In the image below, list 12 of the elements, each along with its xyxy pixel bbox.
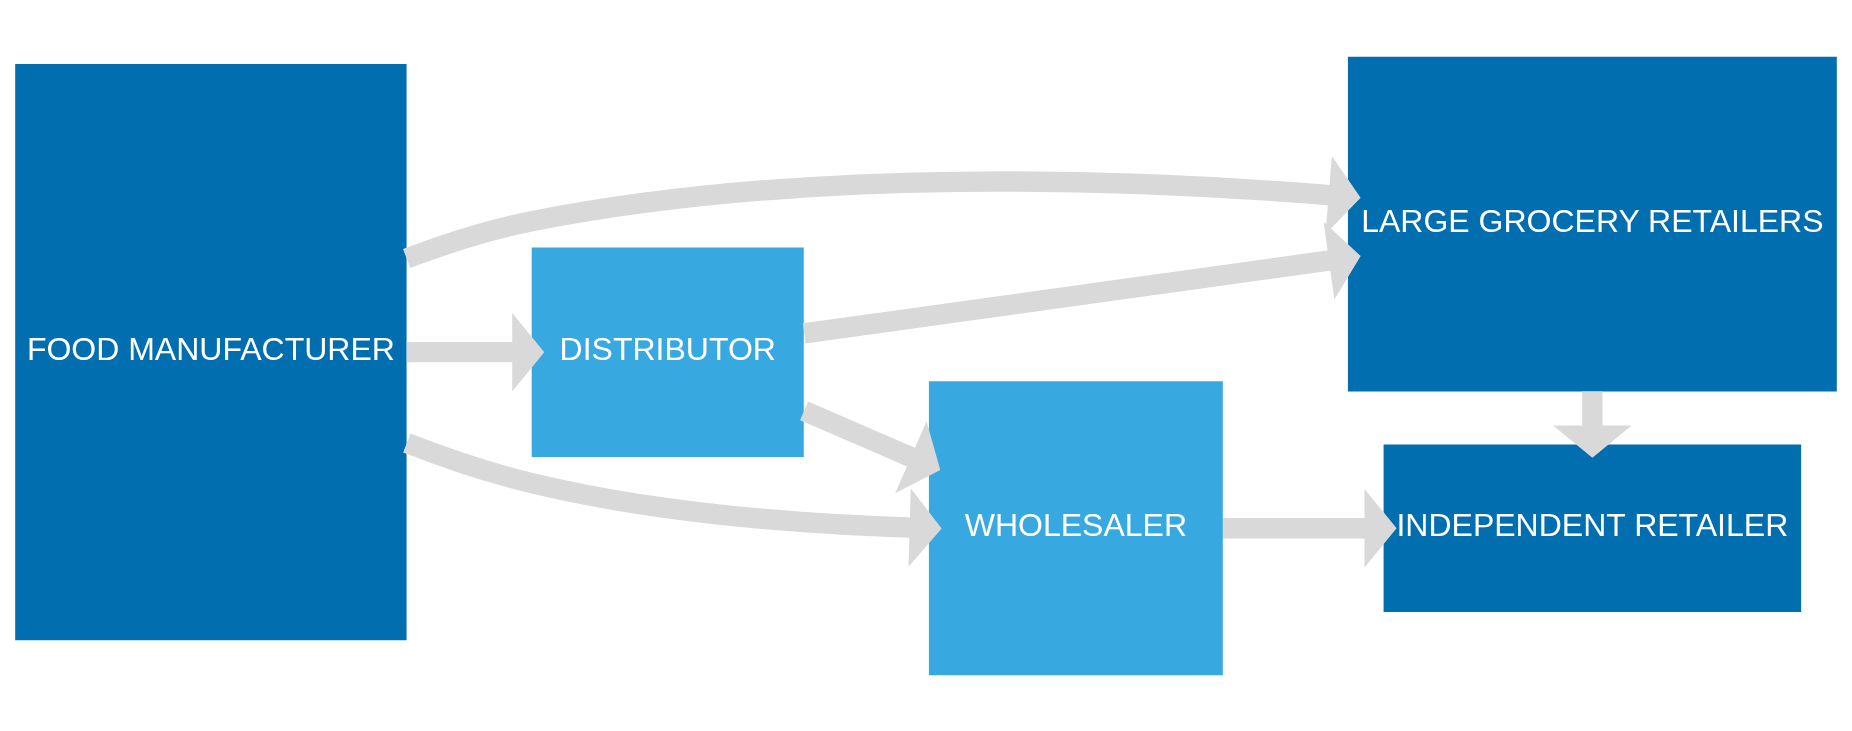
arrow: [1223, 488, 1397, 567]
arrow: [403, 155, 1361, 268]
node-box: FOOD MANUFACTURER: [15, 63, 407, 640]
node-box: LARGE GROCERY RETAILERS: [1347, 56, 1837, 391]
arrow: [1553, 391, 1632, 458]
node-box: DISTRIBUTOR: [531, 246, 804, 457]
arrow: [403, 432, 942, 567]
node-box: INDEPENDENT RETAILER: [1383, 444, 1802, 612]
node-box: WHOLESALER: [928, 380, 1223, 675]
arrow: [800, 400, 941, 493]
arrow: [406, 312, 545, 391]
arrow: [802, 221, 1361, 343]
